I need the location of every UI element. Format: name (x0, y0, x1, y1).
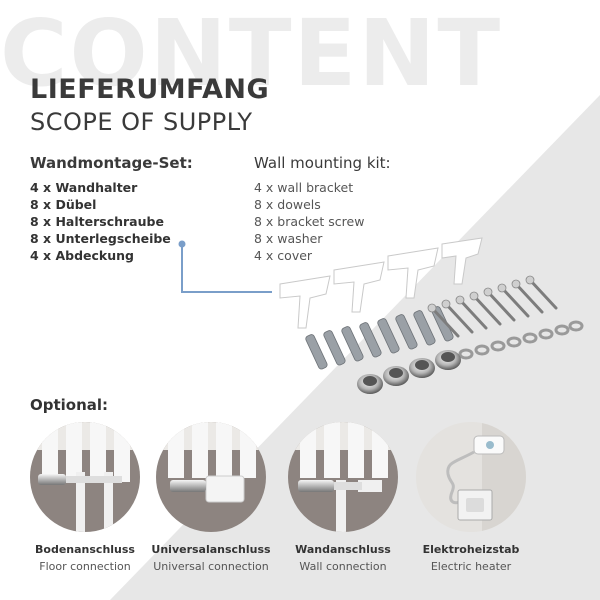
wall-bracket-icon (279, 237, 483, 329)
dowel-icon (305, 306, 454, 370)
option-label-german: Bodenanschluss (35, 543, 135, 556)
option-label-german: Wandanschluss (295, 543, 391, 556)
option-label-english: Wall connection (299, 560, 387, 573)
option-electric-heater: Elektroheizstab Electric heater (409, 422, 533, 573)
option-label-english: Universal connection (153, 560, 269, 573)
option-label-english: Electric heater (430, 560, 512, 573)
kit-item: 8 x Unterlegscheibe (30, 231, 171, 246)
leader-line-icon (178, 240, 272, 293)
kit-item: 4 x Abdeckung (30, 248, 134, 263)
page-subtitle: SCOPE OF SUPPLY (30, 108, 253, 136)
option-label-german: Elektroheizstab (422, 543, 520, 556)
washer-icon (458, 320, 584, 360)
kit-item: 8 x bracket screw (254, 214, 365, 229)
option-label-english: Floor connection (39, 560, 131, 573)
kit-item: 4 x Wandhalter (30, 180, 138, 195)
bracket-screw-icon (430, 278, 558, 338)
watermark-text: CONTENT (0, 0, 503, 107)
kit-item: 4 x cover (254, 248, 313, 263)
option-universal-connection: Universalanschluss Universal connection (149, 422, 273, 573)
kit-item: 8 x dowels (254, 197, 321, 212)
kit-item: 8 x washer (254, 231, 323, 246)
floor-connection-icon (30, 422, 140, 532)
option-wall-connection: Wandanschluss Wall connection (281, 422, 405, 573)
kit-item: 4 x wall bracket (254, 180, 354, 195)
page-title: LIEFERUMFANG (30, 74, 270, 105)
mounting-kit-illustration (279, 237, 584, 394)
universal-connection-icon (156, 422, 266, 532)
optional-heading: Optional: (30, 396, 109, 414)
kit-heading-english: Wall mounting kit: (254, 154, 391, 172)
kit-item: 8 x Halterschraube (30, 214, 164, 229)
kit-list-german: Wandmontage-Set: 4 x Wandhalter 8 x Dübe… (30, 154, 193, 264)
wall-connection-icon (288, 422, 398, 532)
option-floor-connection: Bodenanschluss Floor connection (23, 422, 147, 573)
kit-heading-german: Wandmontage-Set: (30, 154, 193, 172)
kit-item: 8 x Dübel (30, 197, 97, 212)
option-label-german: Universalanschluss (151, 543, 271, 556)
kit-list-english: Wall mounting kit: 4 x wall bracket 8 x … (254, 154, 391, 264)
electric-heater-icon (416, 422, 526, 532)
cover-icon (357, 350, 461, 394)
